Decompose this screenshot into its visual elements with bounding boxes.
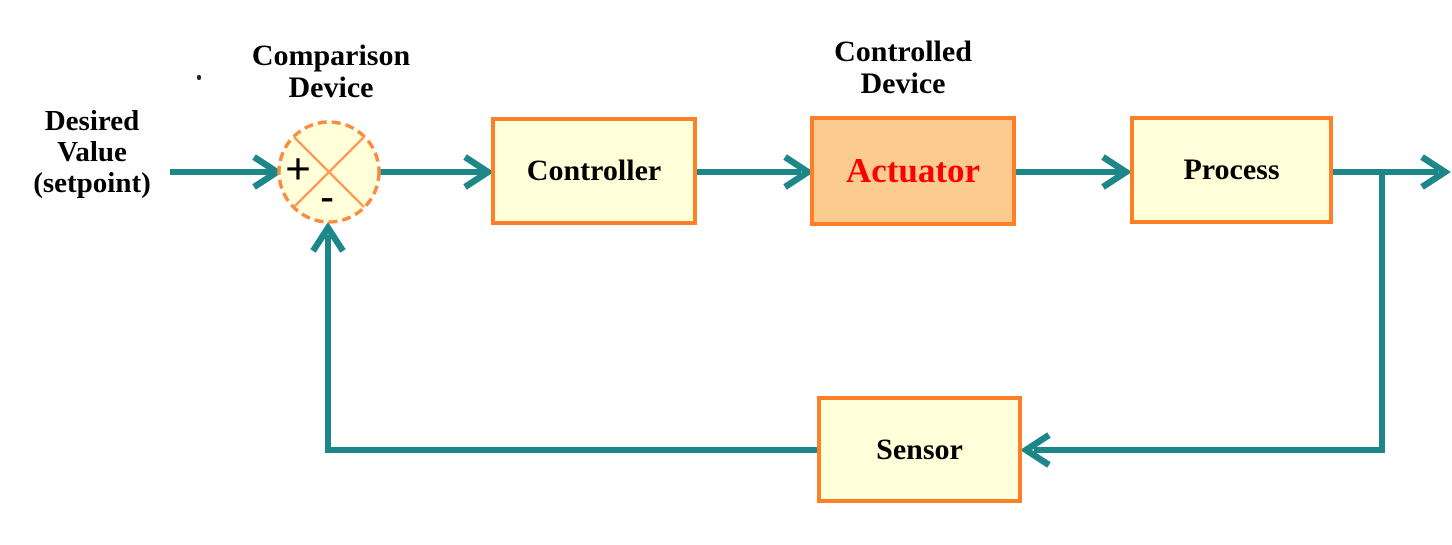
comparator-plus-sign: + <box>284 143 312 195</box>
controller-block: Controller <box>491 117 697 225</box>
controlled-device-label: Controlled Device <box>834 35 972 100</box>
arrowhead-left-sensor <box>1020 432 1051 468</box>
stray-dot-artifact <box>197 75 201 80</box>
arrowhead-right-controller <box>463 154 494 190</box>
flow-line-sensor-comparator <box>325 235 818 453</box>
comparator-minus-sign: - <box>320 173 334 219</box>
sensor-block: Sensor <box>817 396 1022 503</box>
desired-value-label: Desired Value (setpoint) <box>33 105 151 199</box>
actuator-block: Actuator <box>810 116 1016 226</box>
arrowhead-right-setpoint <box>252 154 283 190</box>
comparison-device-label: Comparison Device <box>251 39 411 104</box>
arrowhead-right-process <box>1101 154 1132 190</box>
flow-line-feedback-branch <box>1034 172 1385 453</box>
arrowhead-right-output <box>1420 154 1451 190</box>
comparator-cross <box>293 136 365 208</box>
arrowhead-up-comparator <box>310 222 346 253</box>
process-block: Process <box>1130 116 1333 224</box>
arrowhead-right-actuator <box>783 154 814 190</box>
